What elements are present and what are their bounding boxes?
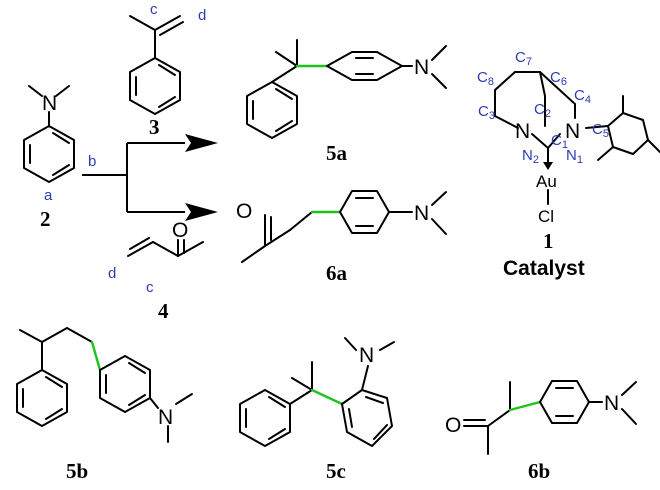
gold-atom: Au xyxy=(536,172,557,191)
nitrogen-atom: N xyxy=(515,120,530,143)
nitrogen-atom: N xyxy=(565,120,580,143)
position-d-label: d xyxy=(108,265,116,282)
catalyst-c6-label: C6 xyxy=(550,69,567,88)
catalyst-c4-label: C4 xyxy=(574,87,591,106)
position-a-label: a xyxy=(44,187,53,204)
nitrogen-atom: N xyxy=(42,92,57,115)
catalyst-n1-label: N1 xyxy=(566,147,583,166)
nitrogen-atom: N xyxy=(158,406,173,429)
nitrogen-atom: N xyxy=(604,392,619,415)
compound-6b-structure: O N 6b xyxy=(445,380,637,483)
position-b-label: b xyxy=(88,153,96,170)
catalyst-label: Catalyst xyxy=(503,257,585,280)
compound-6b-label: 6b xyxy=(528,459,550,483)
catalyst-c3-label: C3 xyxy=(478,103,495,122)
catalyst-1-structure: C7 C8 C6 C4 C2 C3 C5 C1 N2 N1 N N Au Cl … xyxy=(477,49,660,280)
compound-2-structure: N b a 2 xyxy=(23,85,96,231)
reaction-arrows xyxy=(82,134,218,221)
compound-5c-label: 5c xyxy=(326,459,346,483)
oxygen-atom: O xyxy=(172,219,188,242)
compound-5b-label: 5b xyxy=(66,459,88,483)
compound-4-label: 4 xyxy=(158,299,169,323)
position-d-label: d xyxy=(198,7,206,24)
nitrogen-atom: N xyxy=(414,56,429,79)
compound-1-label: 1 xyxy=(543,229,554,253)
compound-5b-structure: N 5b xyxy=(16,327,193,483)
compound-5c-structure: N 5c xyxy=(239,337,395,483)
compound-6a-structure: O N 6a xyxy=(236,190,447,285)
position-c-label: c xyxy=(146,279,154,296)
catalyst-c2-label: C2 xyxy=(534,101,551,120)
compound-4-structure: O d c 4 xyxy=(108,219,204,323)
oxygen-atom: O xyxy=(445,414,461,437)
compound-6a-label: 6a xyxy=(326,261,348,285)
nitrogen-atom: N xyxy=(414,202,429,225)
catalyst-c1-label: C1 xyxy=(551,132,568,151)
catalyst-n2-label: N2 xyxy=(522,147,539,166)
catalyst-c7-label: C7 xyxy=(515,49,532,68)
compound-2-label: 2 xyxy=(40,207,51,231)
compound-5a-label: 5a xyxy=(326,141,348,165)
position-c-label: c xyxy=(150,1,158,18)
compound-5a-structure: N 5a xyxy=(246,39,447,165)
chlorine-atom: Cl xyxy=(538,207,554,226)
compound-3-structure: c d 3 xyxy=(129,1,206,139)
oxygen-atom: O xyxy=(236,200,252,223)
catalyst-c5-label: C5 xyxy=(592,121,609,140)
catalyst-c8-label: C8 xyxy=(477,69,494,88)
nitrogen-atom: N xyxy=(359,344,374,367)
compound-3-label: 3 xyxy=(149,115,160,139)
